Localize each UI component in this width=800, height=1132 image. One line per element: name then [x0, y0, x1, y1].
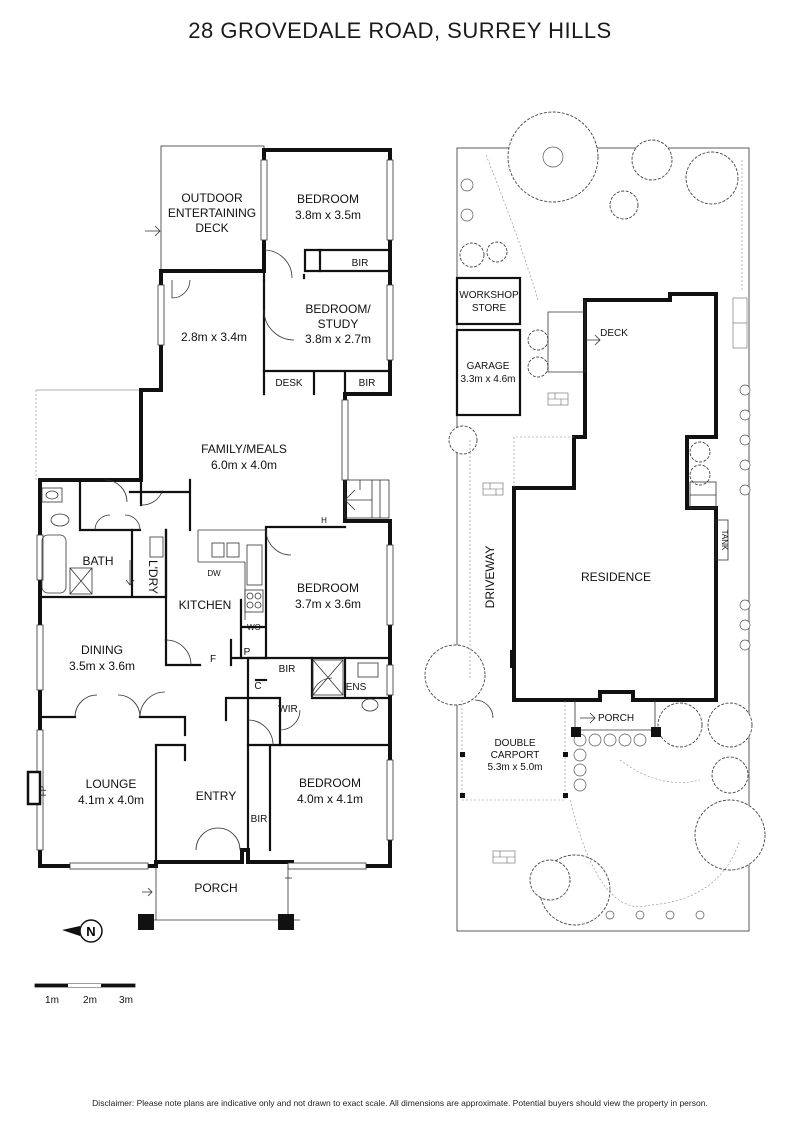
fridge-label: F — [210, 654, 216, 665]
garage-name: GARAGE — [467, 361, 510, 372]
carport-line-2: CARPORT — [491, 750, 540, 761]
garage-outline — [455, 328, 522, 417]
bedroom-1-name: BEDROOM — [297, 192, 359, 206]
h-mark-label: H — [321, 516, 327, 525]
deck-arrow-icon — [145, 225, 161, 237]
bedroom-1-size: 3.8m x 3.5m — [295, 208, 361, 222]
scale-label-1m: 1m — [45, 995, 59, 1006]
bedroom-3-size: 4.0m x 4.1m — [297, 792, 363, 806]
scale-bar: 1m 2m 3m — [34, 983, 136, 1006]
bedroom-study-size: 3.8m x 2.7m — [305, 332, 371, 346]
lounge-name: LOUNGE — [86, 777, 137, 791]
bedroom-2-size: 3.7m x 3.6m — [295, 597, 361, 611]
floor-plan: N 1m 2m 3m OUTDOOR ENTERTAINING DECK BED… — [26, 145, 394, 1006]
family-meals-name: FAMILY/MEALS — [201, 442, 287, 456]
page-title: 28 GROVEDALE ROAD, SURREY HILLS — [188, 18, 612, 43]
cupboard-label: C — [254, 681, 261, 692]
workshop-label-line-1: WORKSHOP — [459, 290, 519, 301]
bedroom-2-name: BEDROOM — [297, 581, 359, 595]
porch-outline — [574, 700, 656, 731]
carport-line-1: DOUBLE — [494, 738, 535, 749]
garage-size: 3.3m x 4.6m — [460, 374, 515, 385]
wall-oven-label: WO — [247, 623, 261, 632]
residence-label: RESIDENCE — [581, 570, 651, 584]
exterior-walls — [38, 148, 392, 868]
room-labels: OUTDOOR ENTERTAINING DECK BEDROOM 3.8m x… — [39, 191, 375, 895]
desk-label: DESK — [275, 378, 303, 389]
porch-label: PORCH — [194, 881, 237, 895]
scale-label-3m: 3m — [119, 995, 133, 1006]
bir-2-label: BIR — [359, 378, 376, 389]
bir-3-label: BIR — [279, 664, 296, 675]
family-meals-size: 6.0m x 4.0m — [211, 458, 277, 472]
bath-fixtures — [41, 487, 379, 712]
scale-label-2m: 2m — [83, 995, 97, 1006]
tree-icons — [424, 111, 766, 926]
bedroom-study-name-2: STUDY — [318, 317, 359, 331]
kitchen-label: KITCHEN — [179, 598, 232, 612]
bir-4-label: BIR — [251, 814, 268, 825]
deck-label-line-1: OUTDOOR — [181, 191, 243, 205]
paving-icons — [482, 392, 569, 864]
dining-name: DINING — [81, 643, 123, 657]
pantry-label: P — [244, 647, 251, 658]
lounge-size: 4.1m x 4.0m — [78, 793, 144, 807]
garden-shrubs — [460, 178, 751, 920]
laundry-label: L'DRY — [146, 560, 160, 594]
workshop-store-outline — [455, 276, 522, 326]
kitchen-benches — [197, 529, 266, 620]
step-icon — [344, 479, 390, 519]
carport-outline — [461, 700, 566, 801]
interior-walls — [38, 148, 392, 864]
tank-label: TANK — [720, 530, 729, 551]
unnamed-room-size: 2.8m x 3.4m — [181, 330, 247, 344]
residence-outline — [512, 292, 718, 702]
bath-label: BATH — [82, 554, 113, 568]
site-boundary — [456, 147, 750, 932]
bedroom-study-name-1: BEDROOM/ — [305, 302, 371, 316]
deck-label-line-3: DECK — [195, 221, 228, 235]
porch-structure — [138, 866, 300, 930]
entry-label: ENTRY — [196, 789, 236, 803]
workshop-label-line-2: STORE — [472, 303, 507, 314]
site-labels: WORKSHOP STORE GARAGE 3.3m x 4.6m DECK D… — [459, 290, 729, 773]
ensuite-label: ENS — [346, 682, 367, 693]
deck-label: DECK — [600, 328, 628, 339]
carport-size: 5.3m x 5.0m — [487, 762, 542, 773]
deck-label-line-2: ENTERTAINING — [168, 206, 256, 220]
wir-label: WIR — [278, 704, 297, 715]
fireplace-box — [26, 770, 42, 806]
bedroom-3-name: BEDROOM — [299, 776, 361, 790]
site-plan: WORKSHOP STORE GARAGE 3.3m x 4.6m DECK D… — [424, 111, 766, 932]
disclaimer-text: Disclaimer: Please note plans are indica… — [92, 1098, 708, 1108]
windows — [36, 159, 394, 870]
bir-1-label: BIR — [352, 258, 369, 269]
garden-paths — [469, 154, 743, 907]
door-swings — [74, 249, 372, 851]
compass-letter: N — [86, 924, 95, 939]
deck-outline — [547, 300, 586, 373]
dishwasher-label: DW — [207, 569, 221, 578]
site-porch-label: PORCH — [598, 713, 634, 724]
driveway-label: DRIVEWAY — [483, 546, 497, 609]
dining-size: 3.5m x 3.6m — [69, 659, 135, 673]
compass-icon: N — [62, 919, 103, 943]
fireplace-label: FP — [39, 786, 48, 796]
